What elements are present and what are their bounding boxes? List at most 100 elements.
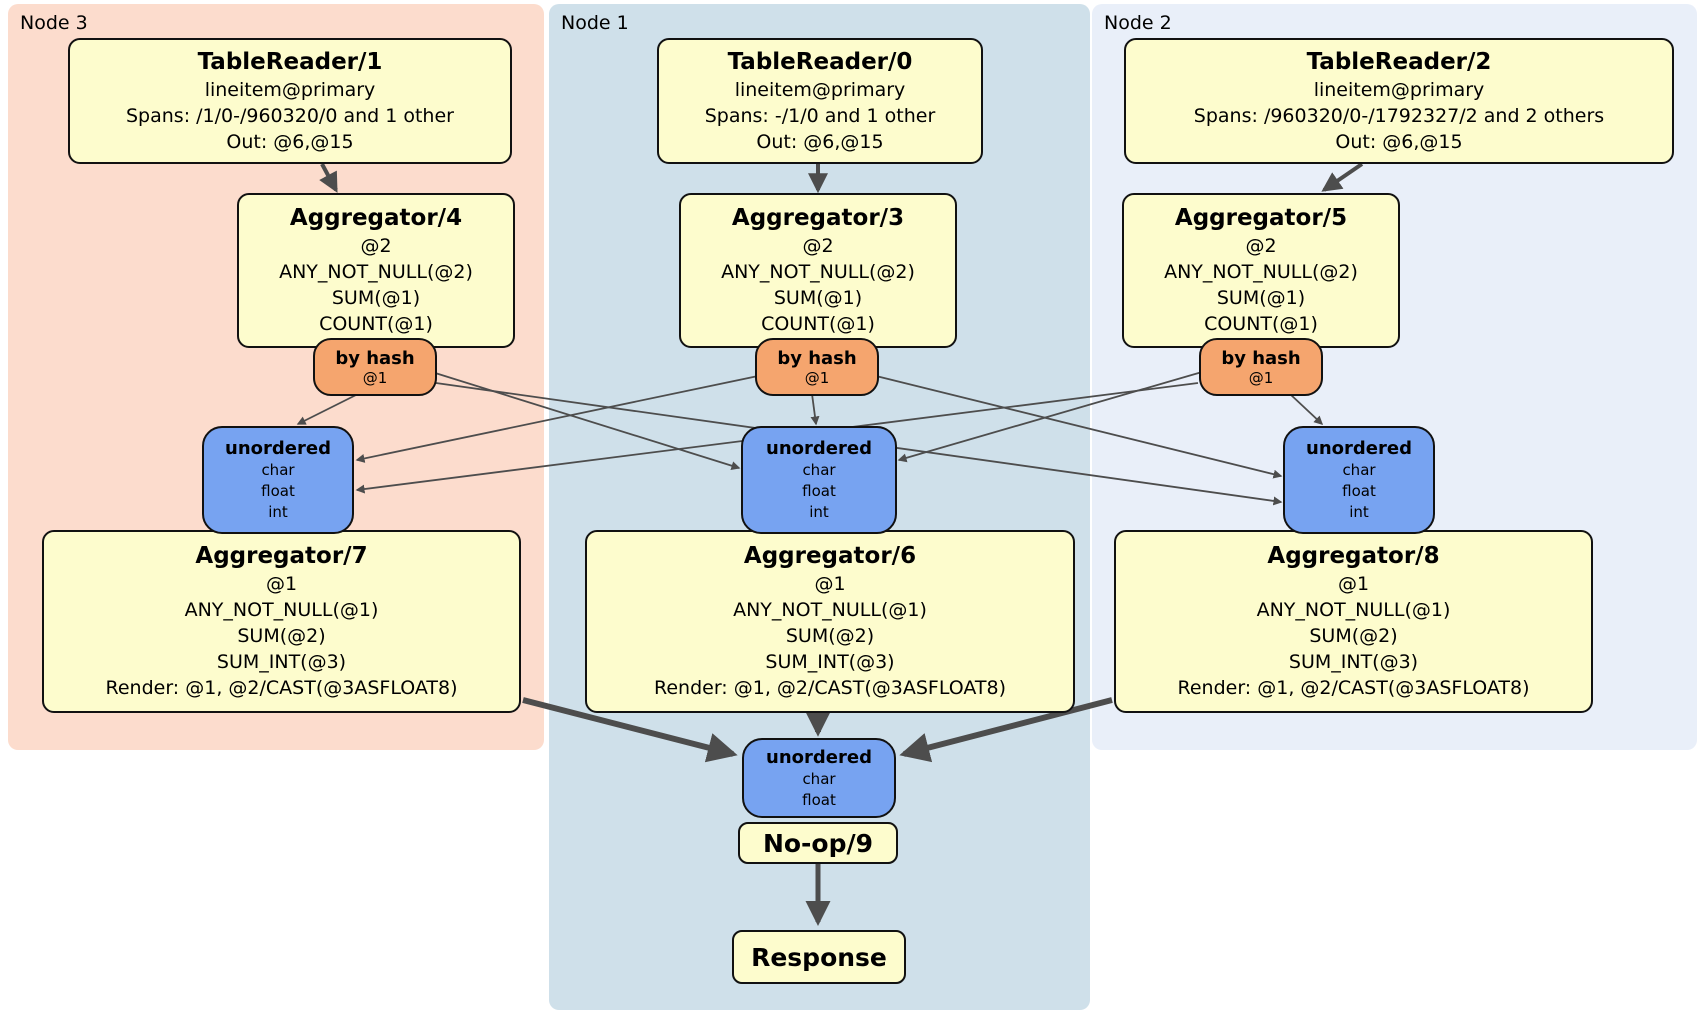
- sync-line: float: [1342, 482, 1376, 500]
- processor-line: ANY_NOT_NULL(@1): [1256, 599, 1451, 621]
- processor-title: Response: [751, 942, 887, 972]
- sync-title: unordered: [225, 438, 331, 459]
- sync-line: int: [268, 503, 288, 521]
- processor-line: ANY_NOT_NULL(@2): [721, 261, 915, 283]
- processor-line: Render: @1, @2/CAST(@3ASFLOAT8): [654, 677, 1006, 699]
- processor-line: lineitem@primary: [734, 78, 906, 101]
- processor-line: Spans: /960320/0-/1792327/2 and 2 others: [1193, 104, 1605, 127]
- sync-title: unordered: [1306, 438, 1412, 459]
- aggregator-6-box: Aggregator/6 @1 ANY_NOT_NULL(@1) SUM(@2)…: [585, 530, 1075, 713]
- sync-line: char: [261, 461, 295, 479]
- tablereader-1-box: TableReader/1 lineitem@primary Spans: /1…: [68, 38, 512, 164]
- sync-title: unordered: [766, 438, 872, 459]
- router-line: @1: [1248, 368, 1274, 387]
- processor-line: @1: [1337, 573, 1370, 595]
- router-by-hash-center: by hash @1: [755, 338, 879, 396]
- edge-tr2-agg5: [1321, 162, 1364, 192]
- processor-line: SUM(@1): [773, 287, 863, 309]
- processor-line: SUM(@2): [785, 625, 875, 647]
- processor-line: SUM(@2): [237, 625, 326, 647]
- processor-title: TableReader/0: [727, 48, 913, 75]
- processor-line: Render: @1, @2/CAST(@3ASFLOAT8): [105, 677, 458, 699]
- tablereader-2-box: TableReader/2 lineitem@primary Spans: /9…: [1124, 38, 1674, 164]
- aggregator-8-box: Aggregator/8 @1 ANY_NOT_NULL(@1) SUM(@2)…: [1114, 530, 1593, 713]
- sync-line: float: [802, 790, 836, 809]
- noop-box: No-op/9: [738, 822, 898, 864]
- node-label: Node 3: [20, 12, 88, 34]
- processor-title: Aggregator/8: [1267, 543, 1440, 569]
- sync-unordered-left: unordered char float int: [202, 426, 354, 534]
- router-title: by hash: [335, 347, 415, 369]
- processor-line: lineitem@primary: [1313, 78, 1485, 101]
- processor-line: COUNT(@1): [319, 313, 433, 335]
- processor-line: COUNT(@1): [1204, 313, 1318, 335]
- aggregator-5-box: Aggregator/5 @2 ANY_NOT_NULL(@2) SUM(@1)…: [1122, 193, 1400, 348]
- sync-line: char: [802, 461, 836, 479]
- edge-agg8-syncFinal: [899, 697, 1113, 763]
- processor-line: ANY_NOT_NULL(@1): [733, 599, 927, 621]
- sync-line: int: [809, 503, 829, 521]
- edge-routerL-syncL: [296, 393, 359, 425]
- router-title: by hash: [777, 347, 857, 369]
- tablereader-0-box: TableReader/0 lineitem@primary Spans: -/…: [657, 38, 983, 164]
- sync-line: int: [1349, 503, 1369, 521]
- processor-line: lineitem@primary: [204, 78, 376, 101]
- router-by-hash-left: by hash @1: [313, 338, 437, 396]
- processor-title: TableReader/1: [197, 48, 383, 75]
- processor-line: SUM_INT(@3): [1288, 651, 1419, 673]
- processor-line: ANY_NOT_NULL(@1): [184, 599, 379, 621]
- router-title: by hash: [1221, 347, 1301, 369]
- processor-line: SUM_INT(@3): [216, 651, 347, 673]
- processor-line: Out: @6,@15: [226, 130, 354, 153]
- processor-line: SUM(@1): [1216, 287, 1306, 309]
- processor-title: TableReader/2: [1306, 48, 1492, 75]
- processor-line: COUNT(@1): [761, 313, 875, 335]
- sync-line: char: [1342, 461, 1376, 479]
- edge-routerL-syncC: [431, 371, 741, 471]
- router-line: @1: [362, 368, 388, 387]
- processor-line: Spans: /1/0-/960320/0 and 1 other: [126, 104, 454, 127]
- node-label: Node 2: [1104, 12, 1172, 34]
- processor-line: Spans: -/1/0 and 1 other: [704, 104, 936, 127]
- sync-unordered-right: unordered char float int: [1283, 426, 1435, 534]
- processor-line: ANY_NOT_NULL(@2): [279, 261, 473, 283]
- router-by-hash-right: by hash @1: [1199, 338, 1323, 396]
- sync-line: float: [802, 482, 836, 500]
- sync-unordered-final: unordered char float: [742, 738, 896, 818]
- processor-line: @1: [814, 573, 846, 595]
- processor-line: ANY_NOT_NULL(@2): [1164, 261, 1358, 283]
- edge-routerR-syncR: [1289, 393, 1324, 425]
- processor-line: Render: @1, @2/CAST(@3ASFLOAT8): [1177, 677, 1530, 699]
- processor-line: @2: [1245, 235, 1277, 257]
- processor-line: Out: @6,@15: [756, 130, 884, 153]
- processor-title: Aggregator/4: [289, 205, 463, 231]
- edge-agg7-syncFinal: [522, 697, 738, 763]
- processor-title: No-op/9: [762, 828, 874, 858]
- sync-line: char: [802, 769, 836, 788]
- sync-unordered-center: unordered char float int: [741, 426, 897, 534]
- processor-line: SUM_INT(@3): [765, 651, 895, 673]
- node-label: Node 1: [561, 12, 629, 34]
- aggregator-7-box: Aggregator/7 @1 ANY_NOT_NULL(@1) SUM(@2)…: [42, 530, 521, 713]
- processor-line: @2: [360, 235, 392, 257]
- edge-routerC-syncR: [875, 375, 1283, 479]
- processor-title: Aggregator/7: [195, 543, 368, 569]
- processor-line: @1: [265, 573, 298, 595]
- edge-routerC-syncL: [355, 375, 759, 463]
- processor-line: Out: @6,@15: [1335, 130, 1463, 153]
- processor-line: SUM(@1): [331, 287, 421, 309]
- router-line: @1: [804, 368, 830, 387]
- processor-line: SUM(@2): [1309, 625, 1398, 647]
- response-box: Response: [732, 930, 906, 984]
- processor-title: Aggregator/3: [731, 205, 905, 231]
- aggregator-3-box: Aggregator/3 @2 ANY_NOT_NULL(@2) SUM(@1)…: [679, 193, 957, 348]
- sync-line: float: [261, 482, 295, 500]
- processor-title: Aggregator/5: [1174, 205, 1348, 231]
- edge-tr1-agg4: [319, 163, 338, 193]
- edge-routerR-syncC: [897, 371, 1203, 463]
- edge-routerC-syncC: [810, 393, 820, 426]
- aggregator-4-box: Aggregator/4 @2 ANY_NOT_NULL(@2) SUM(@1)…: [237, 193, 515, 348]
- processor-title: Aggregator/6: [743, 543, 917, 569]
